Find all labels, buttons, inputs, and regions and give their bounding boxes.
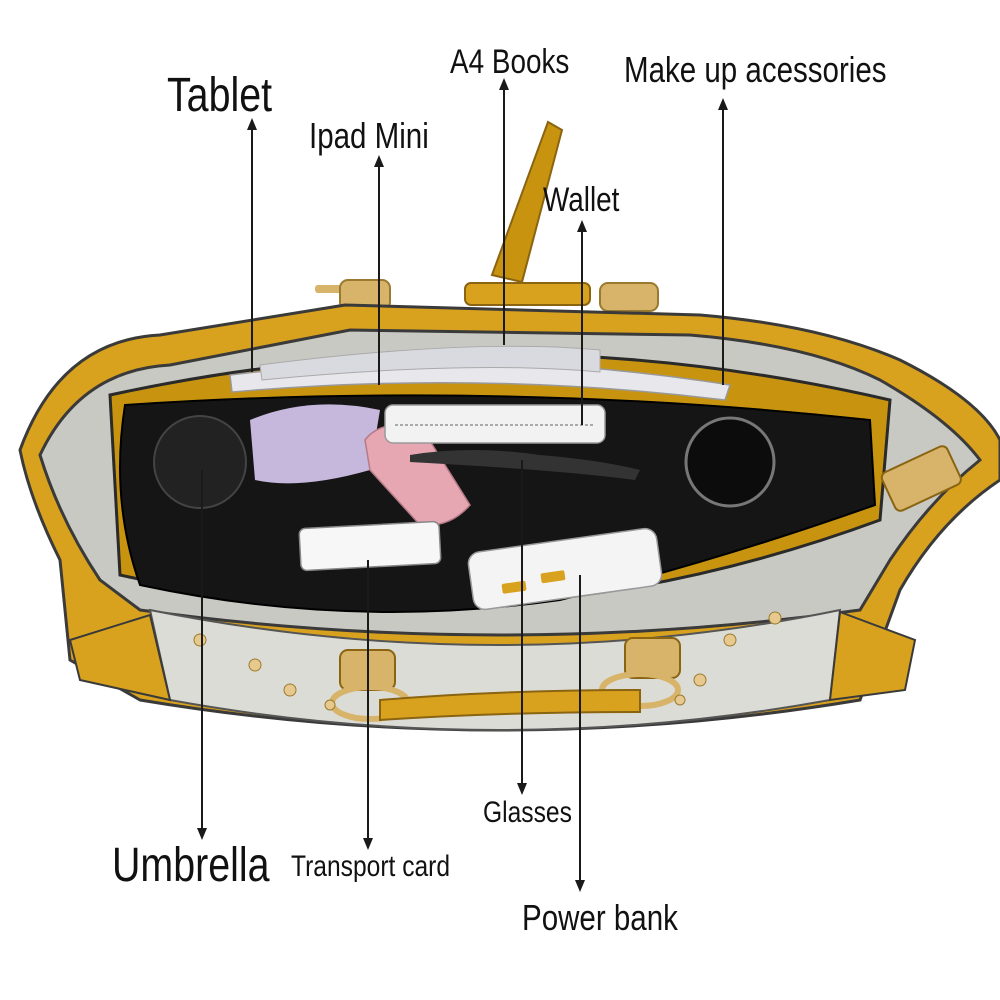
front-left-flap bbox=[68, 613, 172, 702]
front-handle bbox=[379, 688, 641, 722]
ipad-in-bag bbox=[259, 345, 601, 381]
front-right-flap bbox=[828, 610, 917, 702]
label-power-bank: Power bank bbox=[522, 897, 678, 938]
zipper-pull bbox=[880, 445, 962, 512]
label-makeup-accessories: Make up acessories bbox=[624, 49, 887, 90]
front-right-clasp bbox=[624, 637, 681, 679]
transport-card-in-bag bbox=[298, 520, 442, 572]
handle-base bbox=[464, 282, 591, 306]
umbrella-in-bag bbox=[153, 415, 247, 509]
compact-mirror bbox=[684, 416, 776, 508]
decorative-studs bbox=[193, 611, 782, 711]
glasses-in-bag bbox=[410, 450, 640, 480]
label-transport-card: Transport card bbox=[291, 850, 451, 883]
label-tablet: Tablet bbox=[167, 69, 273, 122]
label-umbrella: Umbrella bbox=[112, 839, 270, 892]
label-wallet: Wallet bbox=[543, 181, 620, 219]
top-handle-strap bbox=[490, 120, 564, 284]
label-glasses: Glasses bbox=[483, 796, 572, 829]
label-ipad-mini: Ipad Mini bbox=[309, 115, 429, 156]
label-a4-books: A4 Books bbox=[450, 43, 570, 81]
top-right-clasp bbox=[599, 282, 659, 312]
lavender-fabric bbox=[250, 404, 380, 484]
